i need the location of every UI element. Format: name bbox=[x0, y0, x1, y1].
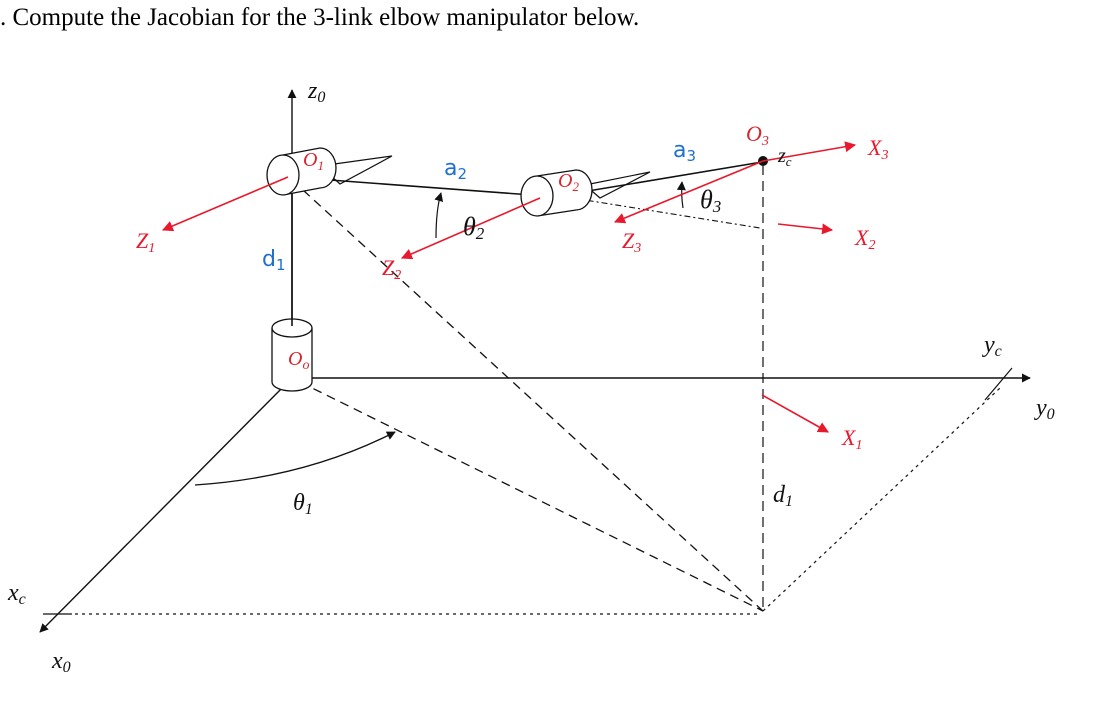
base-joint-cylinder bbox=[271, 318, 313, 392]
zc-label: zc bbox=[777, 145, 792, 169]
o1-label: O1 bbox=[303, 149, 324, 173]
theta3-label: θ3 bbox=[700, 185, 721, 216]
z2-axis bbox=[400, 197, 541, 260]
projection-line-base bbox=[299, 381, 764, 612]
a3-label: a3 bbox=[673, 138, 696, 165]
theta2-arc bbox=[434, 192, 444, 239]
question-text: . Compute the Jacobian for the 3-link el… bbox=[0, 4, 640, 31]
x3-axis bbox=[762, 141, 857, 162]
joint1-cylinder bbox=[266, 147, 337, 196]
theta1-label: θ1 bbox=[293, 490, 313, 518]
ground-line-y bbox=[762, 387, 1001, 612]
x1-label: X1 bbox=[841, 425, 862, 453]
o0-label: Oo bbox=[288, 348, 309, 373]
o2-label: O2 bbox=[558, 170, 579, 194]
x0-label: x0 bbox=[51, 648, 71, 676]
x0-axis bbox=[39, 377, 293, 633]
x2-label: X2 bbox=[854, 225, 875, 253]
x1-axis bbox=[761, 394, 829, 433]
theta1-arc bbox=[194, 431, 396, 486]
z0-label: z0 bbox=[307, 78, 325, 106]
projection-line-o1 bbox=[291, 179, 764, 612]
x2-axis bbox=[777, 223, 834, 235]
link2-line bbox=[329, 179, 546, 197]
link3-dashdot-line bbox=[559, 195, 761, 229]
yc-axis-tick bbox=[984, 367, 1013, 401]
x3-label: X3 bbox=[867, 135, 888, 163]
xc-label: xc bbox=[7, 580, 26, 608]
a2-label: a2 bbox=[444, 156, 467, 183]
z1-label: Z1 bbox=[136, 228, 155, 256]
joint2-cylinder bbox=[520, 169, 593, 217]
link3-line bbox=[569, 161, 763, 195]
link3-body bbox=[583, 171, 651, 199]
d1-link-label: d1 bbox=[262, 247, 286, 274]
yc-label: yc bbox=[982, 332, 1002, 360]
z2-label: Z2 bbox=[382, 255, 401, 283]
o3-label: O3 bbox=[746, 121, 769, 149]
z1-axis bbox=[161, 176, 289, 232]
z3-label: Z3 bbox=[622, 228, 641, 256]
z3-axis bbox=[613, 160, 764, 224]
y0-label: y0 bbox=[1034, 395, 1055, 423]
theta2-label: θ2 bbox=[463, 212, 485, 243]
d1-drop-label: d1 bbox=[773, 482, 793, 510]
